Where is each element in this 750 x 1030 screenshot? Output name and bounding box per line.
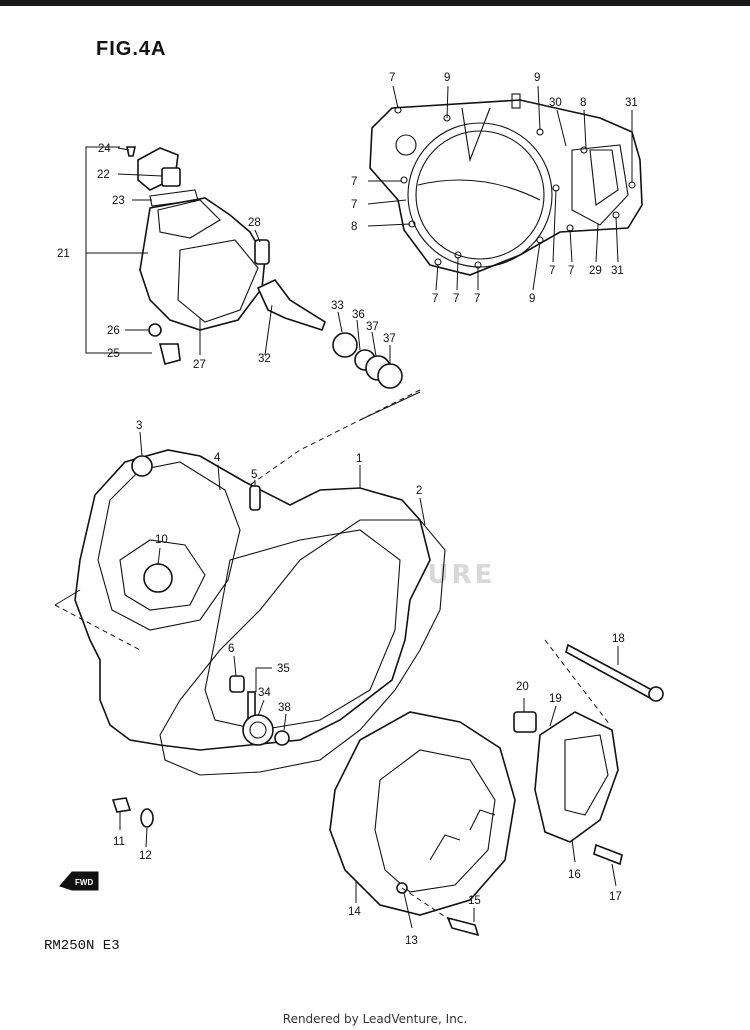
bolt-11 bbox=[111, 797, 132, 813]
callout-24: 24 bbox=[98, 143, 111, 155]
callout-7: 7 bbox=[351, 199, 357, 211]
callout-30: 30 bbox=[549, 97, 562, 109]
callout-37: 37 bbox=[366, 321, 379, 333]
clutch-cover-inner-view bbox=[369, 93, 643, 276]
callout-8: 8 bbox=[351, 221, 357, 233]
callout-7: 7 bbox=[351, 176, 357, 188]
callout-12: 12 bbox=[139, 850, 152, 862]
callout-25: 25 bbox=[107, 348, 120, 360]
callout-5: 5 bbox=[251, 469, 257, 481]
callout-22: 22 bbox=[97, 169, 110, 181]
callout-3: 3 bbox=[136, 420, 142, 432]
callout-33: 33 bbox=[331, 300, 344, 312]
callout-7: 7 bbox=[389, 72, 395, 84]
assembly-lines bbox=[54, 389, 611, 921]
top-border bbox=[0, 0, 750, 6]
outer-clutch-cover bbox=[329, 711, 516, 937]
callout-17: 17 bbox=[609, 891, 622, 903]
callout-9: 9 bbox=[444, 72, 450, 84]
callout-14: 14 bbox=[348, 906, 361, 918]
callout-8: 8 bbox=[580, 97, 586, 109]
callout-23: 23 bbox=[112, 195, 125, 207]
callout-11: 11 bbox=[113, 836, 125, 848]
figure-title: FIG.4A bbox=[96, 38, 167, 60]
callout-31: 31 bbox=[611, 265, 624, 277]
leader-lines bbox=[117, 85, 633, 929]
cover-gasket bbox=[159, 519, 446, 776]
callout-21: 21 bbox=[57, 248, 70, 260]
callout-29: 29 bbox=[589, 265, 602, 277]
footer-credit: Rendered by LeadVenture, Inc. bbox=[282, 1012, 468, 1026]
callout-9: 9 bbox=[529, 293, 535, 305]
callout-7: 7 bbox=[549, 265, 555, 277]
callout-34: 34 bbox=[258, 687, 271, 699]
callout-13: 13 bbox=[405, 935, 418, 947]
callout-28: 28 bbox=[248, 217, 261, 229]
svg-text:FWD: FWD bbox=[75, 878, 93, 887]
callout-7: 7 bbox=[474, 293, 480, 305]
callouts: 7 9 9 30 8 31 7 7 8 7 7 29 31 7 7 7 9 24… bbox=[57, 72, 638, 947]
callout-19: 19 bbox=[549, 693, 562, 705]
group-bracket-21 bbox=[85, 146, 152, 354]
callout-32: 32 bbox=[258, 353, 271, 365]
callout-15: 15 bbox=[468, 895, 481, 907]
washer-12 bbox=[140, 808, 154, 828]
callout-7: 7 bbox=[432, 293, 438, 305]
callout-9: 9 bbox=[534, 72, 540, 84]
callout-18: 18 bbox=[612, 633, 625, 645]
callout-27: 27 bbox=[193, 359, 206, 371]
callout-16: 16 bbox=[568, 869, 581, 881]
fwd-arrow-icon: FWD bbox=[59, 871, 99, 891]
callout-38: 38 bbox=[278, 702, 291, 714]
callout-1: 1 bbox=[356, 453, 362, 465]
water-pump-assembly bbox=[126, 146, 403, 389]
callout-36: 36 bbox=[352, 309, 365, 321]
callout-31: 31 bbox=[625, 97, 638, 109]
callout-2: 2 bbox=[416, 485, 422, 497]
callout-6: 6 bbox=[228, 643, 234, 655]
callout-26: 26 bbox=[107, 325, 120, 337]
model-label: RM250N E3 bbox=[44, 938, 120, 954]
callout-35: 35 bbox=[277, 663, 290, 675]
callout-20: 20 bbox=[516, 681, 529, 693]
callout-7: 7 bbox=[453, 293, 459, 305]
callout-7: 7 bbox=[568, 265, 574, 277]
callout-37: 37 bbox=[383, 333, 396, 345]
callout-10: 10 bbox=[155, 534, 168, 546]
crankcase-cover bbox=[74, 449, 431, 751]
case-guard-assembly bbox=[513, 643, 664, 866]
callout-4: 4 bbox=[214, 452, 221, 464]
